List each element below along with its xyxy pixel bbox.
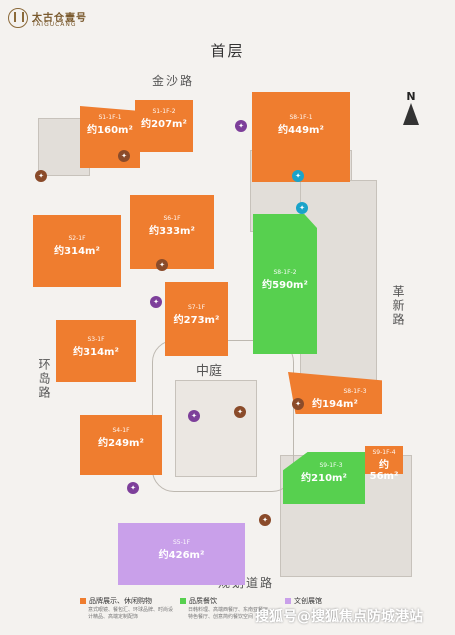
north-compass: N xyxy=(398,90,424,130)
brand-logo: 太古仓壹号 TAIGUCANG xyxy=(8,6,118,32)
unit-code: S8-1F-3 xyxy=(343,388,367,395)
legend-label: 品质餐饮 xyxy=(189,597,217,605)
unit-code: S4-1F xyxy=(112,427,130,434)
unit-code: S8-1F-1 xyxy=(289,114,313,121)
culture-icon: ✦ xyxy=(235,120,247,132)
shopping-icon: ✦ xyxy=(156,259,168,271)
shopping-icon: ✦ xyxy=(292,398,304,410)
unit-s6-1f[interactable]: S6-1F 约333m² xyxy=(130,195,214,269)
road-west: 环岛路 xyxy=(37,358,51,400)
unit-area: 约210m² xyxy=(301,473,347,484)
unit-code: S2-1F xyxy=(68,235,86,242)
legend-swatch xyxy=(180,598,186,604)
unit-area: 约590m² xyxy=(262,280,308,291)
courtyard-building xyxy=(175,380,257,477)
unit-s2-1f[interactable]: S2-1F 约314m² xyxy=(33,215,121,287)
unit-code: S8-1F-2 xyxy=(273,269,297,276)
unit-area: 约426m² xyxy=(158,550,205,561)
unit-area: 约314m² xyxy=(73,347,119,358)
brand-name-en: TAIGUCANG xyxy=(32,21,77,28)
legend-swatch xyxy=(80,598,86,604)
unit-s1-1f-1[interactable]: S1-1F-1 约160m² xyxy=(80,106,140,168)
watermark: 搜狐号@搜狐焦点防城港站 xyxy=(255,609,423,625)
legend-item: 品牌展示、休闲购物 xyxy=(80,596,152,606)
unit-area: 约249m² xyxy=(98,438,144,449)
brand-mark-icon xyxy=(8,8,28,28)
courtyard-label: 中庭 xyxy=(196,364,223,379)
unit-s8-1f-2[interactable]: S8-1F-2 约590m² xyxy=(253,214,317,354)
unit-s5-1f[interactable]: S5-1F 约426m² xyxy=(118,523,245,585)
unit-area: 约314m² xyxy=(54,246,100,257)
shopping-icon: ✦ xyxy=(234,406,246,418)
legend-desc: 日韩料理、高端西餐厅、东南亚餐厅、特色餐厅、创意简约餐饮空间 xyxy=(188,607,274,620)
road-north: 金沙路 xyxy=(152,74,195,88)
unit-s9-1f-3[interactable]: S9-1F-3 约210m² xyxy=(283,452,365,504)
dining-icon: ✦ xyxy=(296,202,308,214)
dining-icon: ✦ xyxy=(292,170,304,182)
culture-icon: ✦ xyxy=(188,410,200,422)
north-arrow-icon xyxy=(403,103,419,125)
unit-code: S9-1F-3 xyxy=(319,462,343,469)
unit-code: S5-1F xyxy=(172,539,191,546)
unit-s7-1f[interactable]: S7-1F 约273m² xyxy=(165,282,228,356)
legend-item: 品质餐饮 xyxy=(180,596,217,606)
brand-name-cn: 太古仓壹号 xyxy=(32,13,87,24)
culture-icon: ✦ xyxy=(150,296,162,308)
unit-area: 约207m² xyxy=(141,119,187,130)
unit-code: S3-1F xyxy=(87,336,105,343)
road-east: 革新路 xyxy=(391,285,405,327)
legend: 品牌展示、休闲购物 意式眼镜、餐包汇、环球品牌、时尚设计精品、高端定制配饰 品质… xyxy=(80,596,380,632)
unit-area: 约273m² xyxy=(173,315,220,326)
unit-area: 约449m² xyxy=(278,125,324,136)
unit-area: 约194m² xyxy=(312,399,358,410)
legend-desc: 意式眼镜、餐包汇、环球品牌、时尚设计精品、高端定制配饰 xyxy=(88,607,174,620)
floor-title: 首层 xyxy=(210,42,245,60)
unit-code: S9-1F-4 xyxy=(372,449,396,456)
unit-s3-1f[interactable]: S3-1F 约314m² xyxy=(56,320,136,382)
unit-code: S1-1F-1 xyxy=(98,114,122,121)
unit-s8-1f-1[interactable]: S8-1F-1 约449m² xyxy=(252,92,350,182)
unit-code: S6-1F xyxy=(163,215,181,222)
unit-area: 约333m² xyxy=(149,226,195,237)
shopping-icon: ✦ xyxy=(35,170,47,182)
legend-label: 文创展馆 xyxy=(294,597,322,605)
shopping-icon: ✦ xyxy=(259,514,271,526)
unit-s1-1f-2[interactable]: S1-1F-2 约207m² xyxy=(135,100,193,152)
legend-label: 品牌展示、休闲购物 xyxy=(89,597,152,605)
north-label: N xyxy=(406,90,416,103)
legend-item: 文创展馆 xyxy=(285,596,322,606)
unit-area: 约160m² xyxy=(87,125,133,136)
legend-swatch xyxy=(285,598,291,604)
culture-icon: ✦ xyxy=(127,482,139,494)
unit-code: S1-1F-2 xyxy=(152,108,176,115)
unit-s9-1f-4[interactable]: S9-1F-4 约56m² xyxy=(365,446,403,482)
unit-code: S7-1F xyxy=(187,304,206,311)
shopping-icon: ✦ xyxy=(118,150,130,162)
unit-s4-1f[interactable]: S4-1F 约249m² xyxy=(80,415,162,475)
unit-area: 约56m² xyxy=(369,460,399,482)
